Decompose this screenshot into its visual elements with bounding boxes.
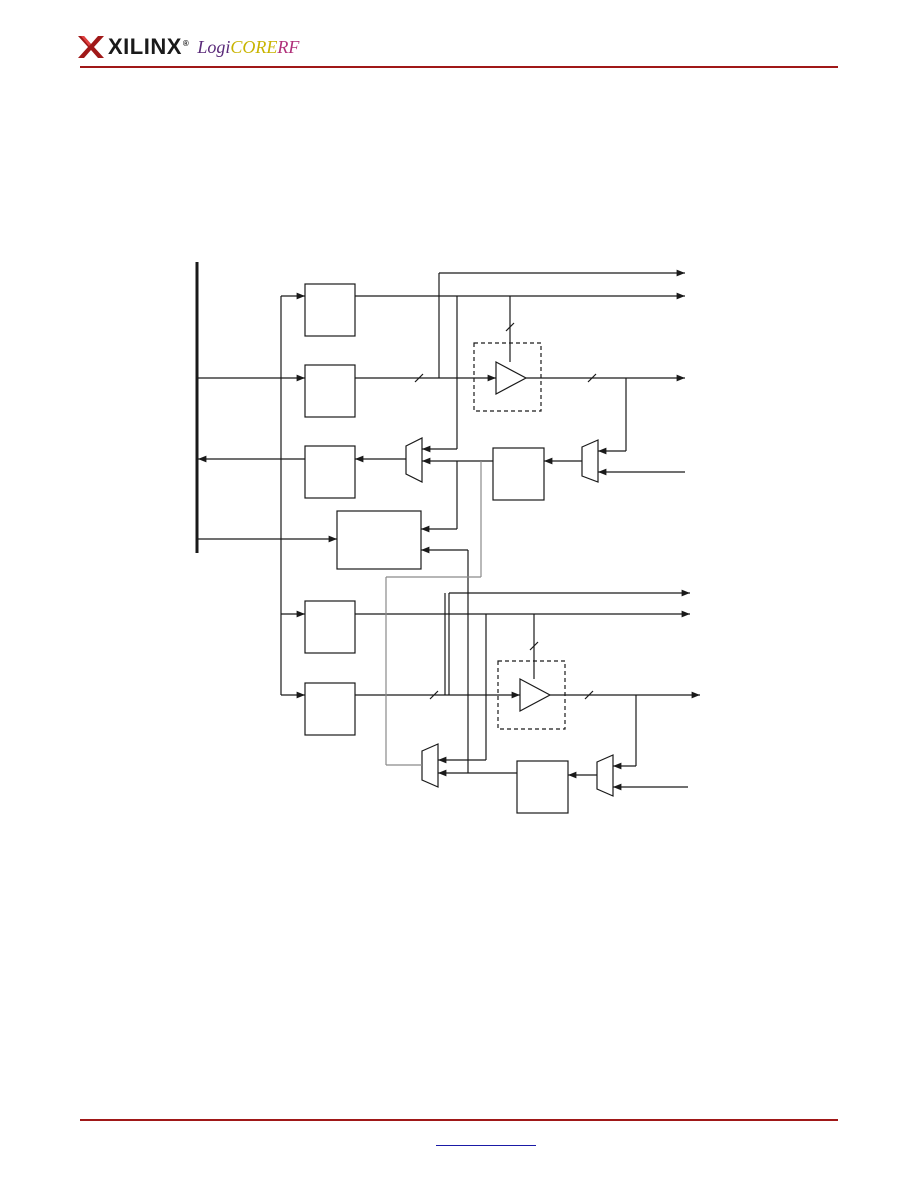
footer-link[interactable] [436, 1131, 536, 1146]
ch2-block [516, 760, 569, 814]
multiplexer-4 [421, 743, 439, 788]
register-5 [304, 682, 356, 736]
brand-name: XILINX® [108, 34, 190, 59]
mux-logic-block [336, 510, 422, 570]
multiplexer-1 [581, 439, 599, 483]
xilinx-logo: XILINX® LogiCORERF [78, 30, 299, 64]
page-header: XILINX® LogiCORERF [0, 0, 918, 80]
xilinx-x-icon [78, 36, 104, 58]
dashed-boundary-1 [473, 342, 542, 412]
multiplexer-3 [596, 754, 614, 797]
register-1 [304, 283, 356, 337]
footer-rule [80, 1119, 838, 1121]
register-3 [304, 445, 356, 499]
register-4 [304, 600, 356, 654]
multiplexer-2 [405, 437, 423, 483]
register-2 [304, 364, 356, 418]
logicore-logo: LogiCORERF [197, 36, 300, 57]
header-rule [80, 66, 838, 68]
amplifier-1 [495, 361, 528, 395]
amplifier-2 [519, 678, 552, 712]
ch1-block [492, 447, 545, 501]
